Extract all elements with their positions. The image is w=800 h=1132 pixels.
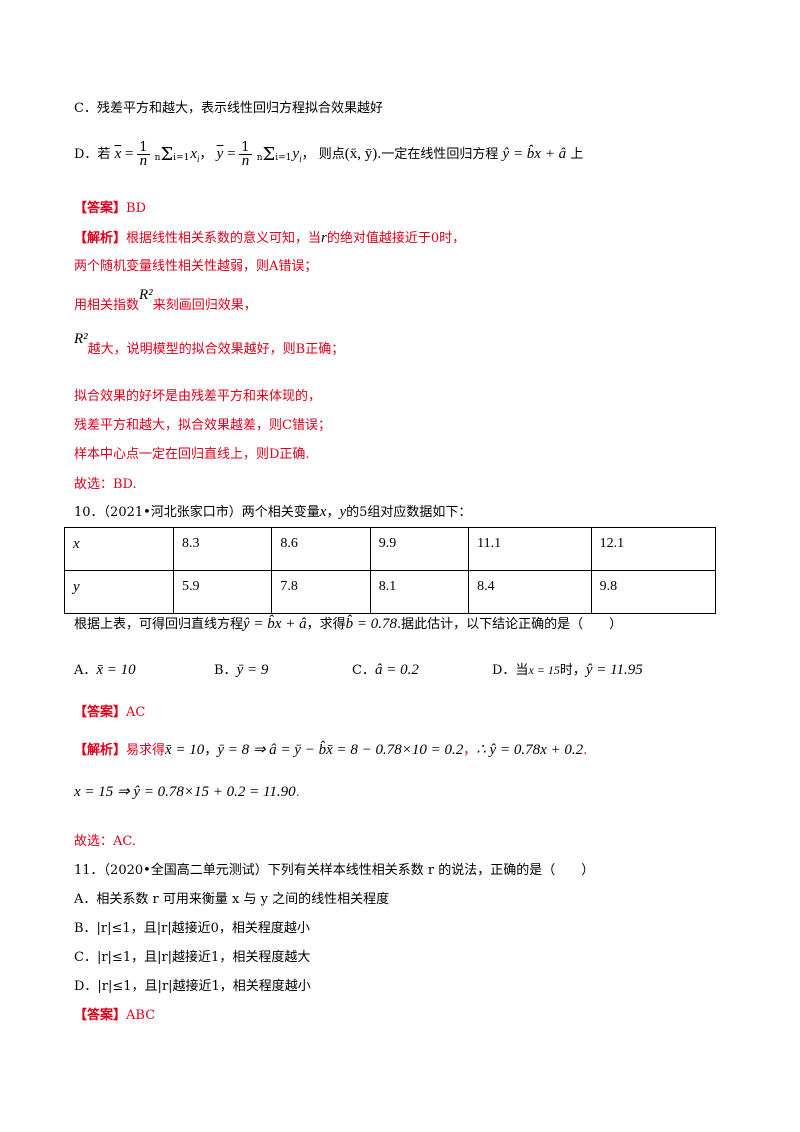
option-label: C． (352, 663, 375, 678)
q10-conclusion: 故选：AC. (74, 834, 137, 849)
table-row: y 5.9 7.8 8.1 8.4 9.8 (64, 570, 717, 614)
analysis-eq: ȳ = 8 ⇒ â = ȳ − b̂x̄ = 8 − 0.78×10 = 0.2 (217, 742, 464, 758)
q9-analysis-line4: R²越大，说明模型的拟合效果越好，则B正确； (74, 331, 345, 363)
q10-regression-eq: ŷ = b̂x + â (243, 616, 307, 632)
table-cell: 9.8 (590, 570, 717, 614)
table-cell: 11.1 (468, 527, 592, 571)
q11-answer: 【答案】ABC (74, 1007, 155, 1025)
analysis-label: 【解析】 (74, 743, 127, 758)
q9-answer: 【答案】BD (74, 200, 146, 218)
table-cell: 8.3 (172, 527, 273, 571)
table-row: x 8.3 8.6 9.9 11.1 12.1 (64, 527, 717, 571)
q10-answer: 【答案】AC (74, 704, 145, 722)
q9-option-d-suffix: 上 (570, 147, 584, 162)
q10-stem-text: 10．（2021•河北张家口市）两个相关变量 (74, 505, 320, 520)
q9-analysis-line7: 样本中心点一定在回归直线上，则D正确. (74, 447, 310, 462)
answer-value: ABC (126, 1008, 156, 1023)
analysis-text: 越大，说明模型的拟合效果越好，则B正确； (87, 342, 345, 357)
r2-symbol: R² (139, 287, 153, 303)
analysis-text: 的绝对值越接近于0时， (326, 231, 466, 246)
q11-option-c: C．|r|≤1，且|r|越接近1，相关程度越大 (74, 950, 311, 965)
table-cell: 5.9 (172, 570, 273, 614)
option-value: x̄ = 10 (96, 662, 136, 678)
q10-stem-tail: 的5组对应数据如下： (346, 505, 472, 520)
q9-regression-eq: ŷ = b̂x + â (502, 146, 567, 162)
q10-line2-text: ，求得 (306, 617, 346, 632)
analysis-eq: ∴ ŷ = 0.78x + 0.2 (476, 742, 584, 758)
table-header-x: x (64, 527, 174, 571)
option-condition: x = 15 (528, 663, 560, 677)
answer-label: 【答案】 (74, 201, 127, 216)
r-symbol: r (321, 230, 327, 246)
q9-option-d-middle: 则点 (318, 147, 345, 162)
q10-option-b: B．ȳ = 9 (214, 658, 268, 683)
q9-conclusion: 故选：BD. (74, 477, 137, 492)
analysis-text: 根据线性相关系数的意义可知，当 (126, 231, 322, 246)
q10-stem: 10．（2021•河北张家口市）两个相关变量x，y的5组对应数据如下： (74, 503, 471, 522)
q9-point: (x̄, ȳ) (344, 146, 378, 162)
q10-line2-text: 根据上表，可得回归直线方程 (74, 617, 244, 632)
q9-analysis-line5: 拟合效果的好坏是由残差平方和来体现的， (74, 389, 322, 404)
analysis-text: 用相关指数 (74, 298, 140, 313)
table-cell: 8.4 (468, 570, 592, 614)
option-value: â = 0.2 (374, 662, 419, 678)
analysis-text: 来刻画回归效果， (152, 298, 257, 313)
option-label: D．当 (492, 663, 529, 678)
q9-analysis-line2: 两个随机变量线性相关性越弱，则A错误； (74, 259, 318, 274)
table-cell: 8.6 (271, 527, 371, 571)
q9-option-d-after: .一定在线性回归方程 (377, 147, 499, 162)
q9-analysis-line1: 【解析】根据线性相关系数的意义可知，当r的绝对值越接近于0时， (74, 229, 465, 248)
q10-b-value: b̂ = 0.78 (345, 616, 397, 632)
table-cell: 7.8 (271, 570, 371, 614)
option-label: 时， (559, 663, 586, 678)
option-value: ȳ = 9 (236, 662, 269, 678)
sigma-icon: nΣi=1 (256, 143, 292, 165)
q9-ybar: y (216, 146, 224, 162)
q9-option-c: C．残差平方和越大，表示线性回归方程拟合效果越好 (74, 101, 383, 116)
table-cell: 9.9 (369, 527, 470, 571)
x-symbol: x (319, 504, 327, 520)
q11-stem: 11．（2020•全国高二单元测试）下列有关样本线性相关系数 r 的说法，正确的… (74, 863, 595, 878)
q9-option-d-prefix: D．若 (74, 147, 111, 162)
q10-option-d: D．当x = 15时，ŷ = 11.95 (492, 658, 643, 683)
q11-option-a: A．相关系数 r 可用来衡量 x 与 y 之间的线性相关程度 (74, 892, 390, 907)
table-header-y: y (64, 570, 174, 614)
q10-analysis-line2: x = 15 ⇒ ŷ = 0.78×15 + 0.2 = 11.90. (74, 784, 300, 800)
answer-value: BD (126, 201, 146, 216)
answer-label: 【答案】 (74, 1008, 127, 1023)
q11-option-b: B．|r|≤1，且|r|越接近0，相关程度越小 (74, 921, 310, 936)
q9-xbar: x (114, 146, 122, 162)
sigma-icon: nΣi=1 (154, 143, 190, 165)
analysis-eq: x = 15 ⇒ ŷ = 0.78×15 + 0.2 = 11.90 (74, 784, 296, 800)
q10-option-c: C．â = 0.2 (352, 658, 419, 683)
option-label: B． (214, 663, 237, 678)
option-label: A． (74, 663, 97, 678)
q10-line2-text: .据此估计，以下结论正确的是（ ） (396, 617, 623, 632)
q10-analysis-line1: 【解析】易求得x̄ = 10，ȳ = 8 ⇒ â = ȳ − b̂x̄ = 8 … (74, 742, 588, 758)
q10-option-a: A．x̄ = 10 (74, 658, 136, 683)
q10-data-table: x 8.3 8.6 9.9 11.1 12.1 y 5.9 7.8 8.1 8.… (64, 527, 717, 614)
analysis-eq: x̄ = 10 (165, 742, 205, 758)
separator: ， (326, 505, 340, 520)
q10-line2: 根据上表，可得回归直线方程ŷ = b̂x + â，求得b̂ = 0.78.据此估… (74, 612, 622, 637)
analysis-label: 【解析】 (74, 231, 127, 246)
q9-analysis-line3: 用相关指数R²来刻画回归效果， (74, 287, 257, 319)
q11-option-d: D．|r|≤1，且|r|越接近1，相关程度越小 (74, 979, 311, 994)
answer-value: AC (126, 705, 146, 720)
table-cell: 8.1 (369, 570, 470, 614)
r2-symbol: R² (74, 331, 88, 347)
answer-label: 【答案】 (74, 705, 127, 720)
y-symbol: y (339, 504, 347, 520)
q9-analysis-line6: 残差平方和越大，拟合效果越差，则C错误； (74, 418, 331, 433)
analysis-text: 易求得 (126, 743, 166, 758)
table-cell: 12.1 (590, 527, 717, 571)
option-value: ŷ = 11.95 (585, 662, 643, 678)
